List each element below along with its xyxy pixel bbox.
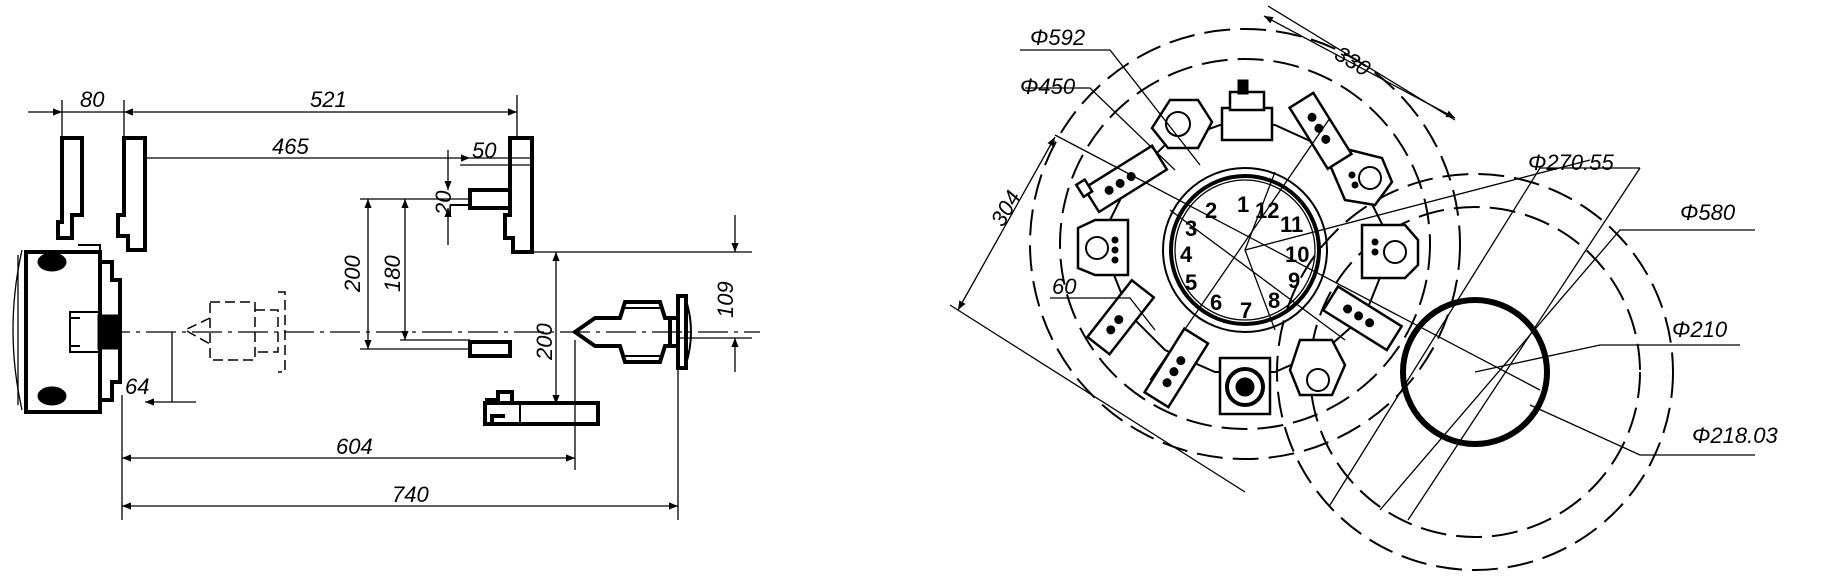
station-6: 6 xyxy=(1210,290,1222,315)
dim-465: 465 xyxy=(272,134,309,159)
tailstock xyxy=(571,294,692,370)
workpiece-circle xyxy=(1400,297,1550,447)
dim-200-left: 200 xyxy=(340,255,365,293)
dim-521: 521 xyxy=(310,87,347,112)
station-4: 4 xyxy=(1180,242,1193,267)
dim-304: 304 xyxy=(986,186,1026,230)
upper-tool-holders xyxy=(56,136,147,252)
dim-60: 60 xyxy=(1052,274,1077,299)
station-12: 12 xyxy=(1255,198,1279,223)
dim-phi210: Φ210 xyxy=(1672,317,1728,342)
turret-view: 1 2 3 4 5 6 7 8 9 10 11 12 xyxy=(949,5,1778,571)
dim-phi450: Φ450 xyxy=(1020,74,1076,99)
circle-450 xyxy=(1059,58,1431,430)
bottom-tool-holder xyxy=(483,390,600,426)
station-2: 2 xyxy=(1205,198,1217,223)
dim-phi218: Φ218.03 xyxy=(1692,423,1778,448)
turret-dimension-lines xyxy=(949,5,1755,521)
turret-radial-lines xyxy=(1054,117,1591,391)
middle-tool xyxy=(450,136,534,358)
station-10: 10 xyxy=(1285,242,1309,267)
station-7: 7 xyxy=(1240,298,1252,323)
dim-200-right: 200 xyxy=(532,323,557,361)
station-8: 8 xyxy=(1268,288,1280,313)
station-5: 5 xyxy=(1185,270,1197,295)
dim-50: 50 xyxy=(472,138,497,163)
dim-604: 604 xyxy=(336,434,373,459)
dim-180: 180 xyxy=(380,255,405,292)
dim-109: 109 xyxy=(713,281,738,318)
dim-phi592: Φ592 xyxy=(1030,25,1085,50)
station-3: 3 xyxy=(1185,216,1197,241)
station-11: 11 xyxy=(1280,212,1303,237)
dim-740: 740 xyxy=(392,482,429,507)
dim-64: 64 xyxy=(125,374,149,399)
tool-stations xyxy=(1074,79,1420,416)
side-dimension-lines xyxy=(28,95,752,520)
circle-592 xyxy=(1029,28,1461,460)
dim-phi580: Φ580 xyxy=(1680,200,1736,225)
side-view: 80 521 465 50 20 200 180 109 200 64 604 … xyxy=(12,87,760,520)
dim-20: 20 xyxy=(431,190,456,216)
dim-330: 330 xyxy=(1330,41,1375,82)
dim-80: 80 xyxy=(80,87,105,112)
station-9: 9 xyxy=(1288,268,1300,293)
station-1: 1 xyxy=(1237,192,1249,217)
chuck xyxy=(12,249,122,414)
dim-phi270: Φ270.55 xyxy=(1528,150,1614,175)
